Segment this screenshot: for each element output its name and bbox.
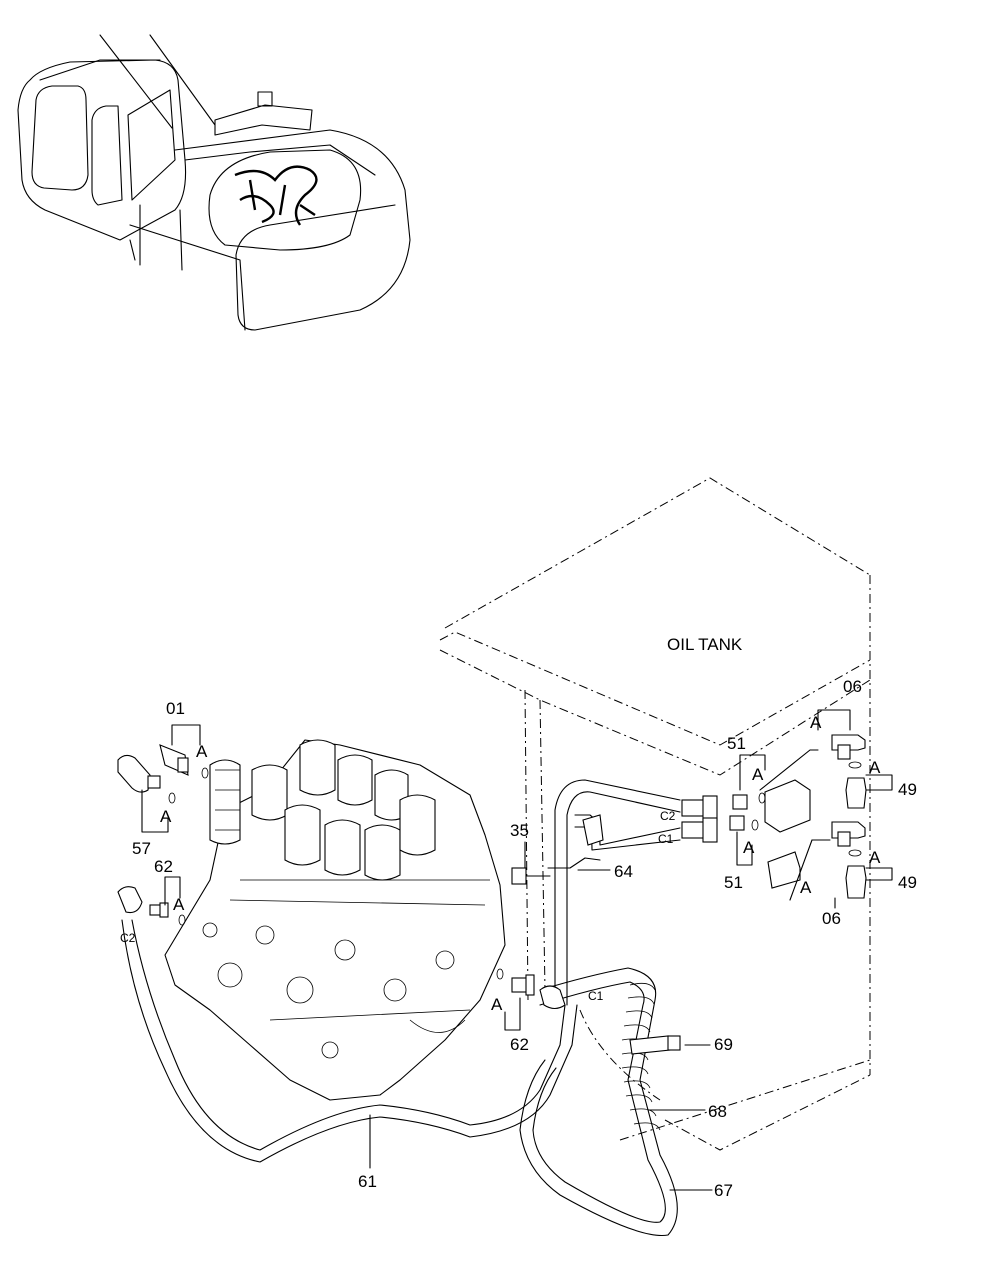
- oil-tank: OIL TANK: [439, 477, 871, 1151]
- label-a-06-bottom: A: [800, 878, 812, 897]
- label-a-62-right: A: [491, 995, 503, 1014]
- label-35: 35: [510, 821, 529, 840]
- label-57: 57: [132, 839, 151, 858]
- fittings: [117, 734, 867, 1055]
- oil-tank-label: OIL TANK: [667, 635, 743, 654]
- label-c2-left: C2: [120, 931, 136, 945]
- control-valve: [164, 739, 506, 1101]
- label-68: 68: [708, 1102, 727, 1121]
- label-49-top: 49: [898, 780, 917, 799]
- label-06-bottom: 06: [822, 909, 841, 928]
- label-c1-right: C1: [658, 832, 674, 846]
- label-a-51-bottom: A: [743, 838, 755, 857]
- label-a-49-top: A: [869, 758, 881, 777]
- label-62-left: 62: [154, 857, 173, 876]
- label-69: 69: [714, 1035, 733, 1054]
- label-c1-lower: C1: [588, 989, 604, 1003]
- label-a-57: A: [160, 807, 172, 826]
- label-06-top: 06: [843, 677, 862, 696]
- label-49-bottom: 49: [898, 873, 917, 892]
- label-51-top: 51: [727, 734, 746, 753]
- label-a-62-left: A: [173, 895, 185, 914]
- label-a-06-top: A: [810, 713, 822, 732]
- label-67: 67: [714, 1181, 733, 1200]
- label-62-right: 62: [510, 1035, 529, 1054]
- label-61: 61: [358, 1172, 377, 1191]
- label-01: 01: [166, 699, 185, 718]
- label-a-51-top: A: [752, 765, 764, 784]
- part-labels: 01 A A 57 62 A C2 35 64 A 62 C1 69 68 67…: [120, 677, 917, 1200]
- label-a-49-bottom: A: [869, 848, 881, 867]
- label-51-bottom: 51: [724, 873, 743, 892]
- excavator-overview: [17, 34, 411, 331]
- label-c2-right: C2: [660, 809, 676, 823]
- label-64: 64: [614, 862, 633, 881]
- label-a-01: A: [196, 742, 208, 761]
- leader-lines: [141, 709, 893, 1191]
